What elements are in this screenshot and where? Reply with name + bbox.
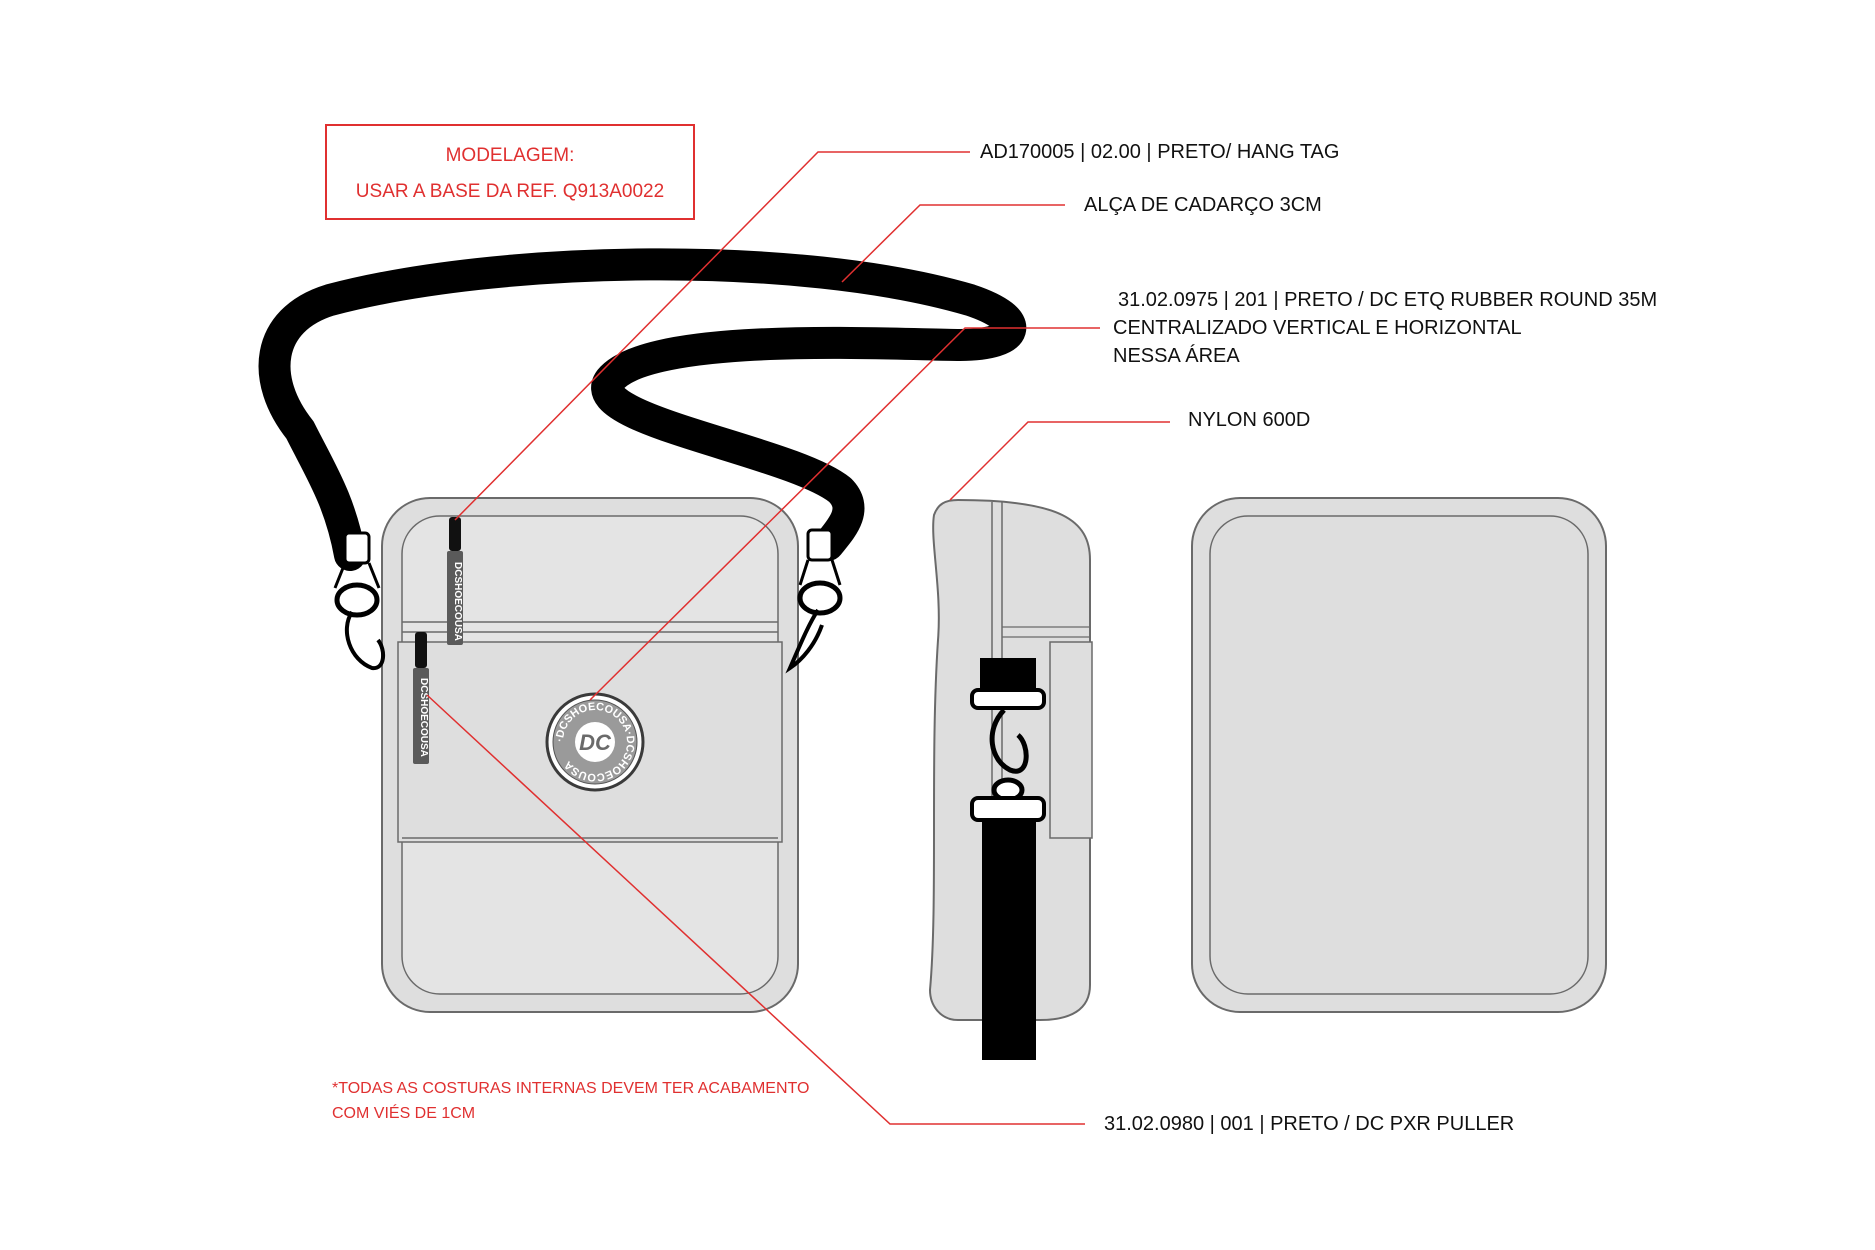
callout-fabric: NYLON 600D [1188, 409, 1311, 431]
footnote-line-1: *TODAS AS COSTURAS INTERNAS DEVEM TER AC… [332, 1080, 810, 1097]
upper-zipper-puller-icon: DCSHOECOUSA [447, 517, 463, 645]
footnote-line-2: COM VIÉS DE 1CM [332, 1105, 476, 1122]
side-view [928, 498, 1093, 1060]
side-strap-bottom [982, 815, 1036, 1060]
leader-strap [841, 204, 1065, 283]
callout-strap: ALÇA DE CADARÇO 3CM [1084, 194, 1322, 216]
front-view: DCSHOECOUSA DCSHOECOUSA ·DCSHOECOUSA·DCS… [258, 248, 1026, 1013]
callout-hang-tag: AD170005 | 02.00 | PRETO/ HANG TAG [980, 141, 1340, 163]
callout-puller: 31.02.0980 | 001 | PRETO / DC PXR PULLER [1104, 1113, 1515, 1135]
lower-puller-text: DCSHOECOUSA [418, 678, 429, 757]
lower-zipper-puller-icon: DCSHOECOUSA [413, 632, 429, 764]
modelagem-note-box: MODELAGEM: USAR A BASE DA REF. Q913A0022 [325, 124, 695, 220]
back-view [1191, 497, 1607, 1013]
left-swivel-snap-hook-icon [333, 531, 386, 671]
leader-rubber-tag [589, 327, 1100, 701]
leader-hang-tag [454, 151, 970, 521]
side-pocket [1049, 641, 1093, 839]
leader-puller [426, 694, 1085, 1125]
leader-lines [426, 151, 1170, 1125]
footnote: *TODAS AS COSTURAS INTERNAS DEVEM TER AC… [332, 1076, 809, 1126]
side-bag-body [928, 498, 1091, 1021]
dc-rubber-round-badge-icon: ·DCSHOECOUSA·DCSHOECOUSA DC [545, 692, 645, 792]
back-bag-inner-panel [1209, 515, 1589, 995]
callout-rubber-tag-line-2: CENTRALIZADO VERTICAL E HORIZONTAL [1113, 317, 1522, 339]
side-swivel-snap-hook-icon [970, 688, 1046, 822]
note-line-1: MODELAGEM: [445, 145, 575, 166]
right-swivel-snap-hook-icon [785, 528, 843, 674]
note-line-2: USAR A BASE DA REF. Q913A0022 [355, 181, 665, 202]
upper-puller-text: DCSHOECOUSA [452, 562, 463, 641]
front-pocket-panel [397, 641, 783, 843]
badge-logo-text: DC [579, 730, 612, 755]
callout-rubber-tag-line-3: NESSA ÁREA [1113, 345, 1240, 367]
shoulder-strap [258, 248, 1026, 571]
callout-rubber-tag-line-1: 31.02.0975 | 201 | PRETO / DC ETQ RUBBER… [1118, 289, 1658, 311]
leader-fabric [949, 421, 1170, 501]
